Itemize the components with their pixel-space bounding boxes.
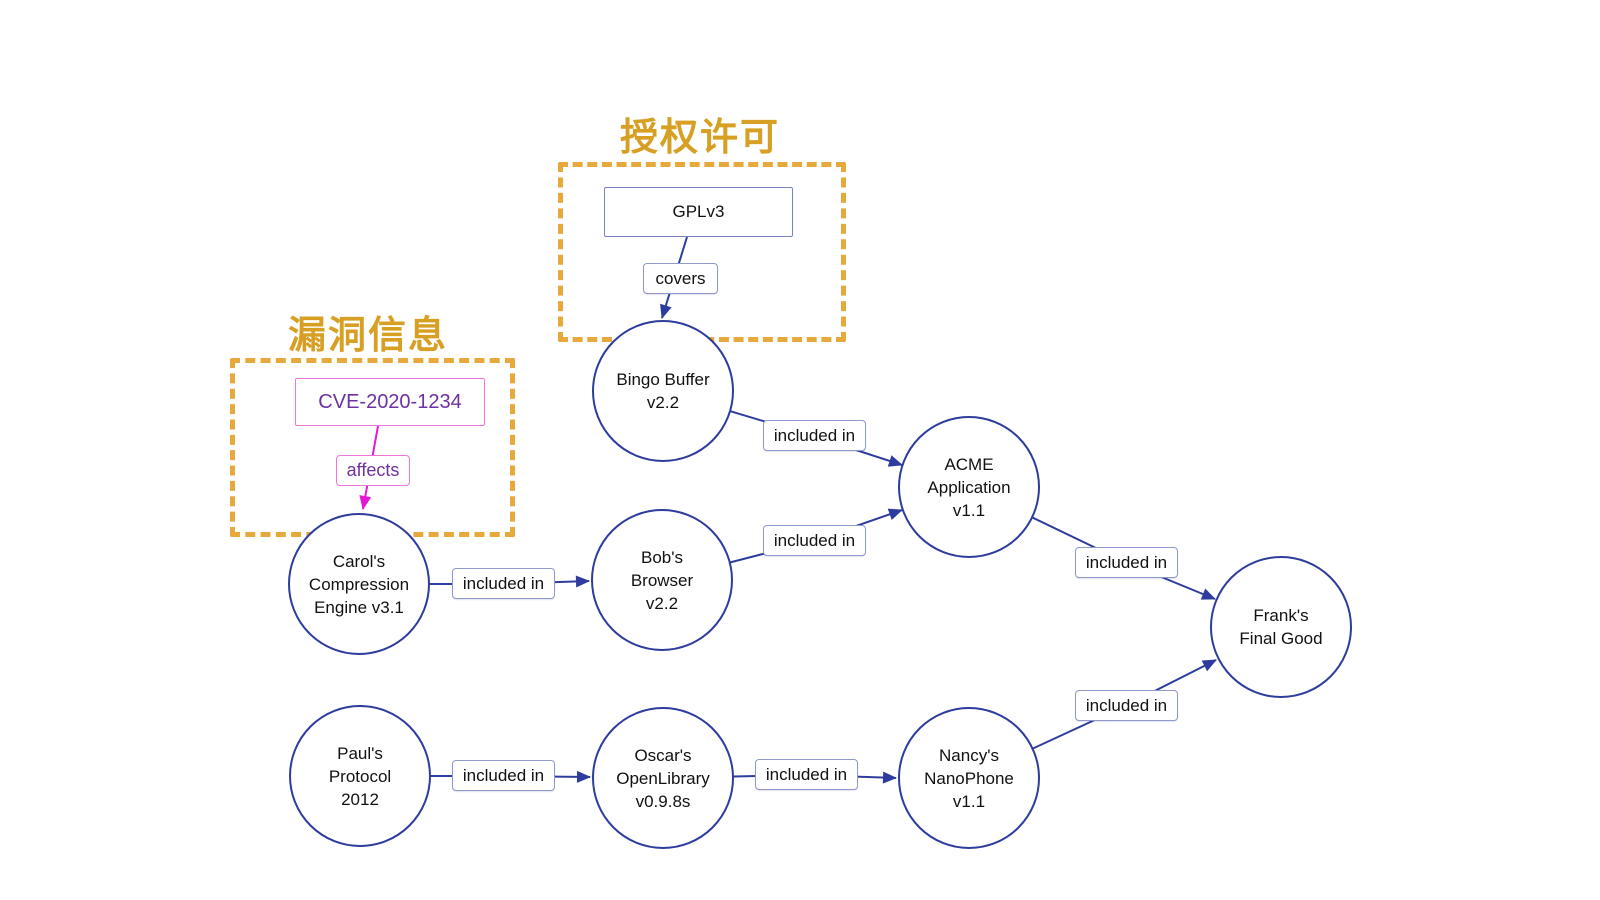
node-label-line: ACME: [944, 454, 994, 474]
node-label-line: Carol's: [332, 551, 386, 571]
node-oscars-openlibrary: Oscar's OpenLibrary v0.9.8s: [592, 707, 734, 849]
node-label-line: Protocol: [328, 766, 392, 786]
edge-label-included-in: included in: [452, 760, 555, 791]
node-pauls-protocol: Paul's Protocol 2012: [289, 705, 431, 847]
node-label-line: 2012: [341, 789, 379, 809]
node-label-line: v1.1: [952, 791, 986, 811]
node-label-line: Application: [927, 477, 1011, 497]
node-label-line: Browser: [630, 570, 694, 590]
node-carols-compression-engine: Carol's Compression Engine v3.1: [288, 513, 430, 655]
node-label-line: OpenLibrary: [616, 768, 710, 788]
cve-entity-box: CVE-2020-1234: [295, 378, 485, 426]
edge-label-included-in: included in: [1075, 690, 1178, 721]
node-label-line: Frank's: [1253, 606, 1309, 625]
node-acme-application: ACME Application v1.1: [898, 416, 1040, 558]
edge-label-affects: affects: [336, 455, 410, 486]
license-group-title: 授权许可: [619, 117, 781, 159]
node-label-line: Bingo Buffer: [616, 370, 710, 389]
edge-label-included-in: included in: [763, 420, 866, 451]
node-label-line: Paul's: [337, 743, 383, 763]
edge-label-included-in: included in: [1075, 547, 1178, 578]
node-label-line: v1.1: [952, 500, 986, 520]
node-label-line: Engine v3.1: [314, 597, 404, 617]
node-label-line: Compression: [308, 574, 410, 594]
edge-label-included-in: included in: [452, 568, 555, 599]
node-label-line: Final Good: [1239, 629, 1323, 648]
node-label-line: v2.2: [646, 393, 680, 412]
node-bobs-browser: Bob's Browser v2.2: [591, 509, 733, 651]
node-label-line: v2.2: [645, 593, 679, 613]
node-label-line: v0.9.8s: [635, 791, 691, 811]
node-franks-final-good: Frank's Final Good: [1210, 556, 1352, 698]
node-bingo-buffer: Bingo Buffer v2.2: [592, 320, 734, 462]
vulnerability-group-title: 漏洞信息: [287, 315, 449, 357]
node-label-line: Bob's: [641, 547, 683, 567]
node-label-line: Oscar's: [634, 745, 692, 765]
edge-label-included-in: included in: [763, 525, 866, 556]
license-entity-box: GPLv3: [604, 187, 793, 237]
node-label-line: NanoPhone: [924, 768, 1014, 788]
edge-label-included-in: included in: [755, 759, 858, 790]
edge-label-covers: covers: [643, 263, 718, 294]
node-label-line: Nancy's: [939, 745, 999, 765]
node-nancys-nanophone: Nancy's NanoPhone v1.1: [898, 707, 1040, 849]
